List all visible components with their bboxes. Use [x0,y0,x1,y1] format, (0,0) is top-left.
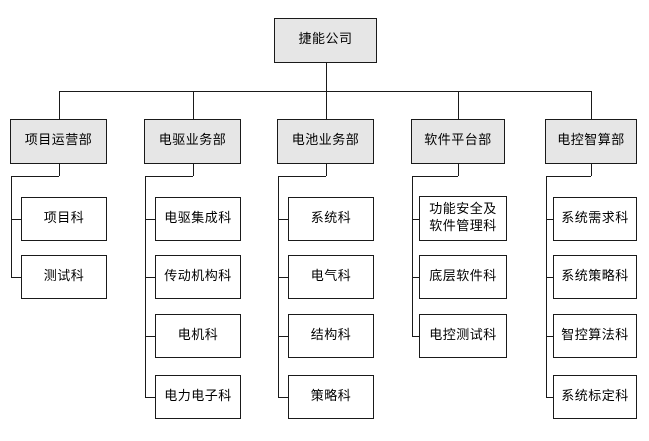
unit-node-2-1[interactable]: 电驱集成科 [155,197,241,241]
connector-dept-stem-2 [193,164,195,176]
unit-node-4-3[interactable]: 电控测试科 [419,314,507,358]
connector-dept-drop-1 [59,91,61,119]
connector-unit-stub-5-3 [546,336,553,338]
connector-unit-stub-2-3 [145,336,155,338]
unit-node-4-2[interactable]: 底层软件科 [419,255,507,299]
dept-node-1[interactable]: 项目运营部 [10,119,107,164]
dept-node-4[interactable]: 软件平台部 [411,119,505,164]
dept-node-5[interactable]: 电控智算部 [545,119,637,164]
connector-dept-elbow-3 [278,176,326,178]
connector-dept-stem-3 [326,164,328,176]
unit-node-5-1[interactable]: 系统需求科 [553,197,637,241]
connector-unit-stub-2-1 [145,219,155,221]
connector-dept-spine-2 [145,176,147,397]
connector-unit-stub-2-4 [145,397,155,399]
connector-unit-stub-3-1 [278,219,288,221]
connector-dept-spine-5 [546,176,548,397]
unit-node-3-1[interactable]: 系统科 [288,197,374,241]
unit-node-4-1[interactable]: 功能安全及 软件管理科 [419,196,507,241]
unit-node-5-3[interactable]: 智控算法科 [553,314,637,358]
connector-dept-drop-4 [458,91,460,119]
connector-dept-spine-3 [278,176,280,397]
unit-node-5-2[interactable]: 系统策略科 [553,255,637,299]
connector-dept-drop-3 [326,91,328,119]
connector-root-trunk [326,63,328,91]
connector-dept-drop-5 [591,91,593,119]
connector-unit-stub-1-1 [11,219,21,221]
connector-dept-elbow-4 [412,176,458,178]
connector-unit-stub-5-4 [546,397,553,399]
connector-dept-elbow-1 [11,176,59,178]
connector-dept-elbow-5 [546,176,591,178]
connector-unit-stub-3-3 [278,336,288,338]
connector-dept-stem-1 [59,164,61,176]
connector-unit-stub-5-1 [546,219,553,221]
connector-dept-elbow-2 [145,176,193,178]
connector-dept-spine-1 [11,176,13,277]
unit-node-2-3[interactable]: 电机科 [155,314,241,358]
unit-node-3-3[interactable]: 结构科 [288,314,374,358]
connector-level2-bar [59,91,591,93]
connector-dept-spine-4 [412,176,414,336]
unit-node-3-2[interactable]: 电气科 [288,255,374,299]
connector-dept-stem-4 [458,164,460,176]
connector-unit-stub-2-2 [145,277,155,279]
connector-unit-stub-3-4 [278,397,288,399]
connector-unit-stub-4-1 [412,219,419,221]
connector-unit-stub-3-2 [278,277,288,279]
connector-dept-drop-2 [193,91,195,119]
connector-unit-stub-5-2 [546,277,553,279]
dept-node-2[interactable]: 电驱业务部 [144,119,241,164]
unit-node-2-2[interactable]: 传动机构科 [155,255,241,299]
root-node-company[interactable]: 捷能公司 [274,18,377,63]
unit-node-5-4[interactable]: 系统标定科 [553,375,637,419]
connector-unit-stub-1-2 [11,277,21,279]
dept-node-3[interactable]: 电池业务部 [277,119,374,164]
unit-node-1-1[interactable]: 项目科 [21,197,107,241]
connector-unit-stub-4-3 [412,336,419,338]
unit-node-3-4[interactable]: 策略科 [288,375,374,419]
connector-dept-stem-5 [591,164,593,176]
connector-unit-stub-4-2 [412,277,419,279]
unit-node-2-4[interactable]: 电力电子科 [155,375,241,419]
unit-node-1-2[interactable]: 测试科 [21,255,107,299]
